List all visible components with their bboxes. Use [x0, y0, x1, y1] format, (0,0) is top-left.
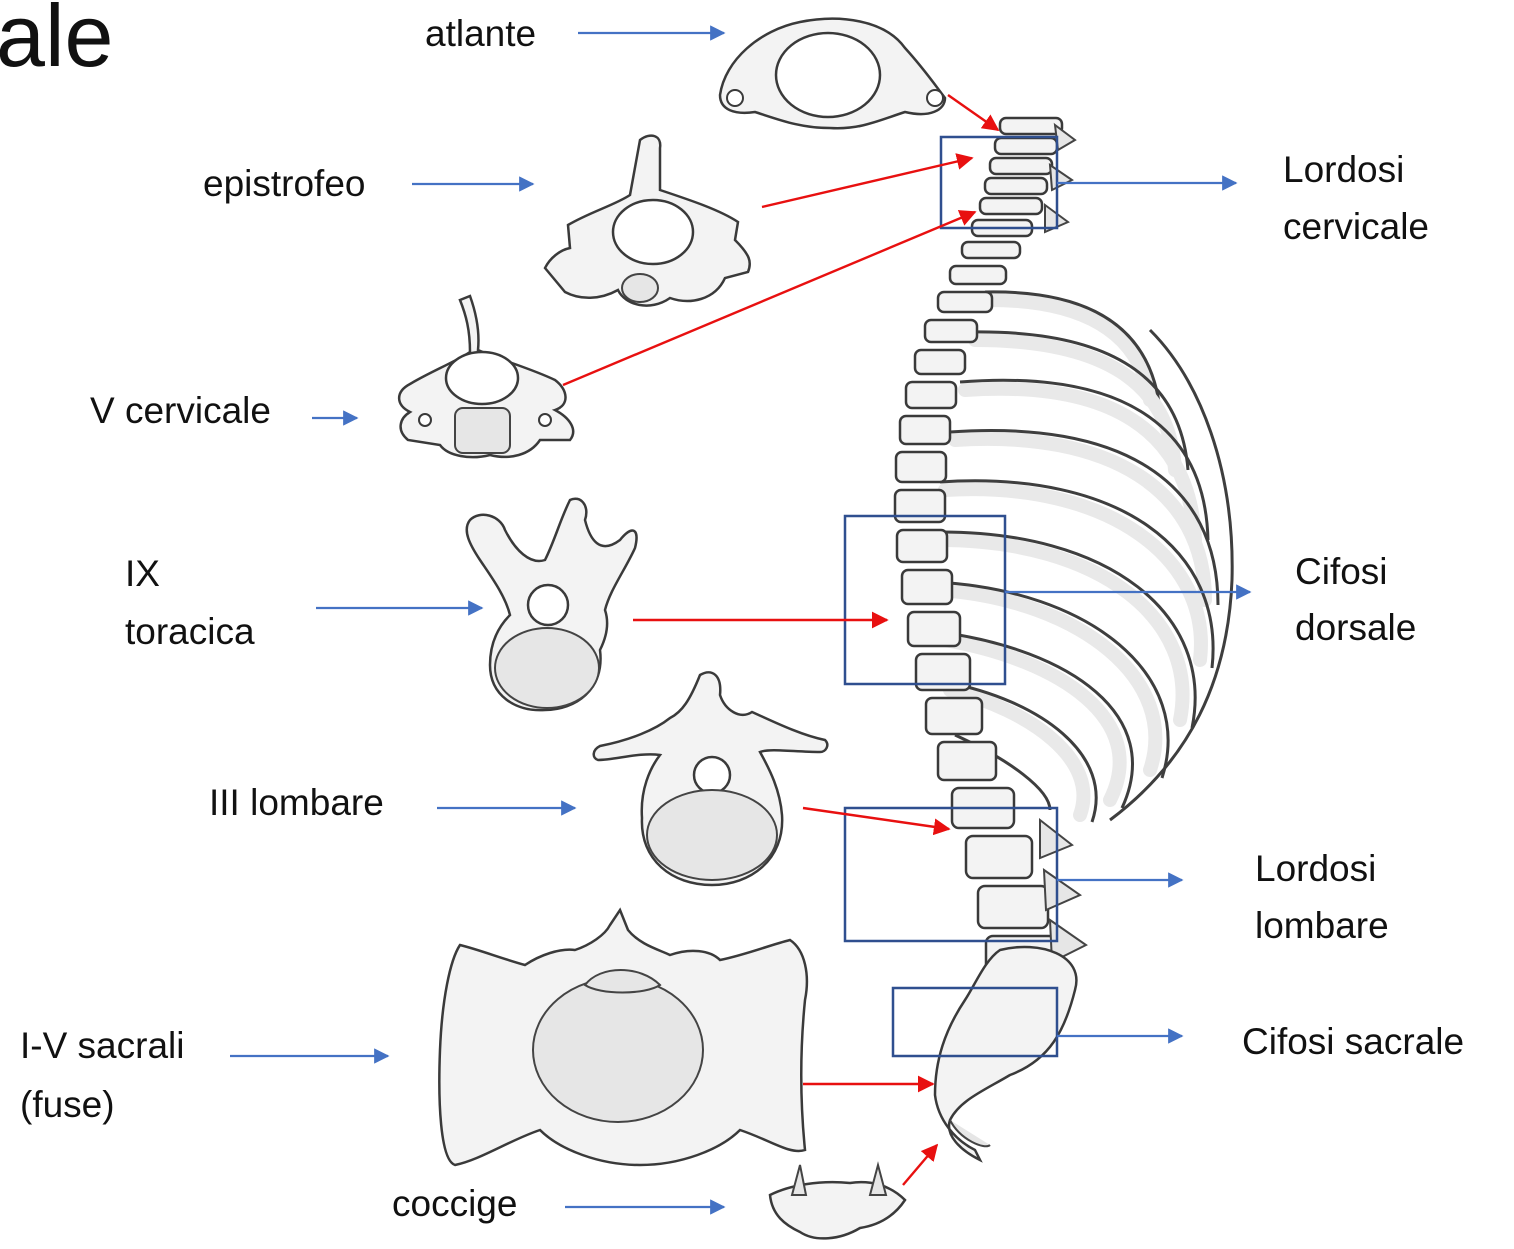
label-epistrofeo: epistrofeo	[203, 162, 366, 206]
c5-vertebra-illustration	[399, 296, 573, 457]
label-sacrali-line1: I-V sacrali	[20, 1024, 184, 1068]
label-cifosi-dorsale-line1: Cifosi	[1295, 550, 1388, 594]
pointer-coccige	[903, 1145, 937, 1185]
sacral-vertebrae-illustration	[439, 910, 807, 1165]
pointer-iii-lombare	[803, 808, 949, 829]
axis-vertebra-illustration	[545, 136, 750, 306]
atlas-vertebra-illustration	[720, 19, 945, 129]
pointer-atlante	[948, 95, 998, 130]
label-lordosi-cervicale-line1: Lordosi	[1283, 148, 1404, 192]
label-sacrali-line2: (fuse)	[20, 1083, 115, 1127]
label-iii-lombare: III lombare	[209, 781, 384, 825]
l3-vertebra-illustration	[594, 672, 828, 885]
spine-column-illustration	[895, 118, 1232, 1160]
label-v-cervicale: V cervicale	[90, 389, 271, 433]
coccyx-illustration	[770, 1165, 905, 1238]
label-cifosi-dorsale-line2: dorsale	[1295, 606, 1416, 650]
t9-vertebra-illustration	[467, 499, 637, 710]
label-ix-toracica-line1: IX	[125, 552, 160, 596]
sacrum-illustration	[935, 947, 1076, 1160]
label-lordosi-lombare-line2: lombare	[1255, 904, 1389, 948]
title-fragment: ale	[0, 0, 113, 80]
label-lordosi-lombare-line1: Lordosi	[1255, 847, 1376, 891]
label-atlante: atlante	[425, 12, 536, 56]
label-cifosi-sacrale: Cifosi sacrale	[1242, 1020, 1464, 1064]
label-ix-toracica-line2: toracica	[125, 610, 255, 654]
label-coccige: coccige	[392, 1182, 517, 1226]
label-lordosi-cervicale-line2: cervicale	[1283, 205, 1429, 249]
